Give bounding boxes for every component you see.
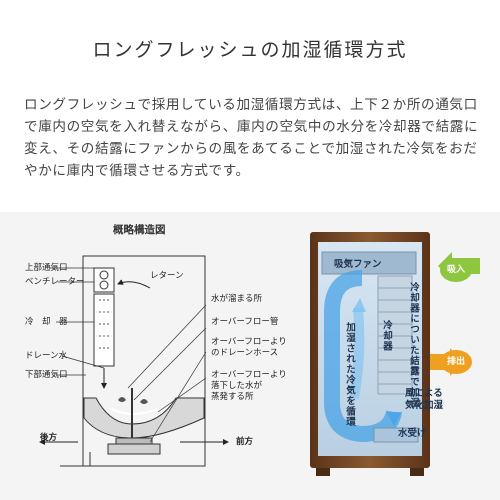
label-overflow-pipe: オーバーフロー管 bbox=[211, 317, 279, 327]
label-water-collect: 水が溜まる所 bbox=[211, 294, 263, 304]
label-dew: 冷却器についた結露で加湿 bbox=[408, 282, 419, 408]
label-ventilator: ベンチレーター bbox=[25, 277, 85, 287]
label-fan: 吸気ファン bbox=[334, 259, 382, 270]
exhaust-badge: 排出 bbox=[446, 357, 465, 367]
label-overflow-drain-2: のドレーンホース bbox=[211, 348, 279, 358]
label-humidify: 気化加湿 bbox=[405, 400, 444, 411]
label-return: レターン bbox=[150, 271, 184, 281]
schematic-drawing bbox=[39, 255, 229, 467]
label-evap-1: オーバーフローより bbox=[211, 370, 287, 380]
label-lower-vent: 下部通気口 bbox=[25, 370, 68, 380]
label-upper-vent: 上部通気口 bbox=[25, 263, 68, 273]
label-evap-2: 落下した水が bbox=[211, 381, 263, 391]
page-title: ロングフレッシュの加湿循環方式 bbox=[92, 39, 408, 61]
description-text: ロングフレッシュで採用している加湿循環方式は、上下２か所の通気口で庫内の空気を入… bbox=[24, 97, 479, 179]
label-front: 前方 bbox=[236, 437, 254, 447]
intake-badge: 吸入 bbox=[446, 265, 465, 275]
cabinet-drawing bbox=[310, 232, 480, 476]
label-evap-3: 蒸発する所 bbox=[211, 392, 254, 402]
label-back: 後方 bbox=[40, 433, 58, 443]
label-cooler-photo: 冷却器 bbox=[381, 320, 392, 352]
label-wind: 風による bbox=[405, 388, 443, 399]
schematic-diagram: 概略構造図 上部通気口 ベンチレーター 冷 却 器 ドレーン水 下部通気口 レタ… bbox=[0, 212, 287, 500]
label-cooler: 冷 却 器 bbox=[25, 317, 68, 327]
label-water-pan: 水受け bbox=[398, 428, 427, 439]
cabinet-illustration: 吸気ファン 吸入 排出 冷却器 冷却器についた結露で加湿 加湿された冷気を循環 … bbox=[262, 212, 500, 500]
label-drain-water: ドレーン水 bbox=[25, 351, 68, 361]
label-humid-air: 加湿された冷気を循環 bbox=[344, 322, 355, 427]
label-overflow-drain-1: オーバーフローより bbox=[211, 337, 287, 347]
schematic-title: 概略構造図 bbox=[113, 224, 166, 236]
